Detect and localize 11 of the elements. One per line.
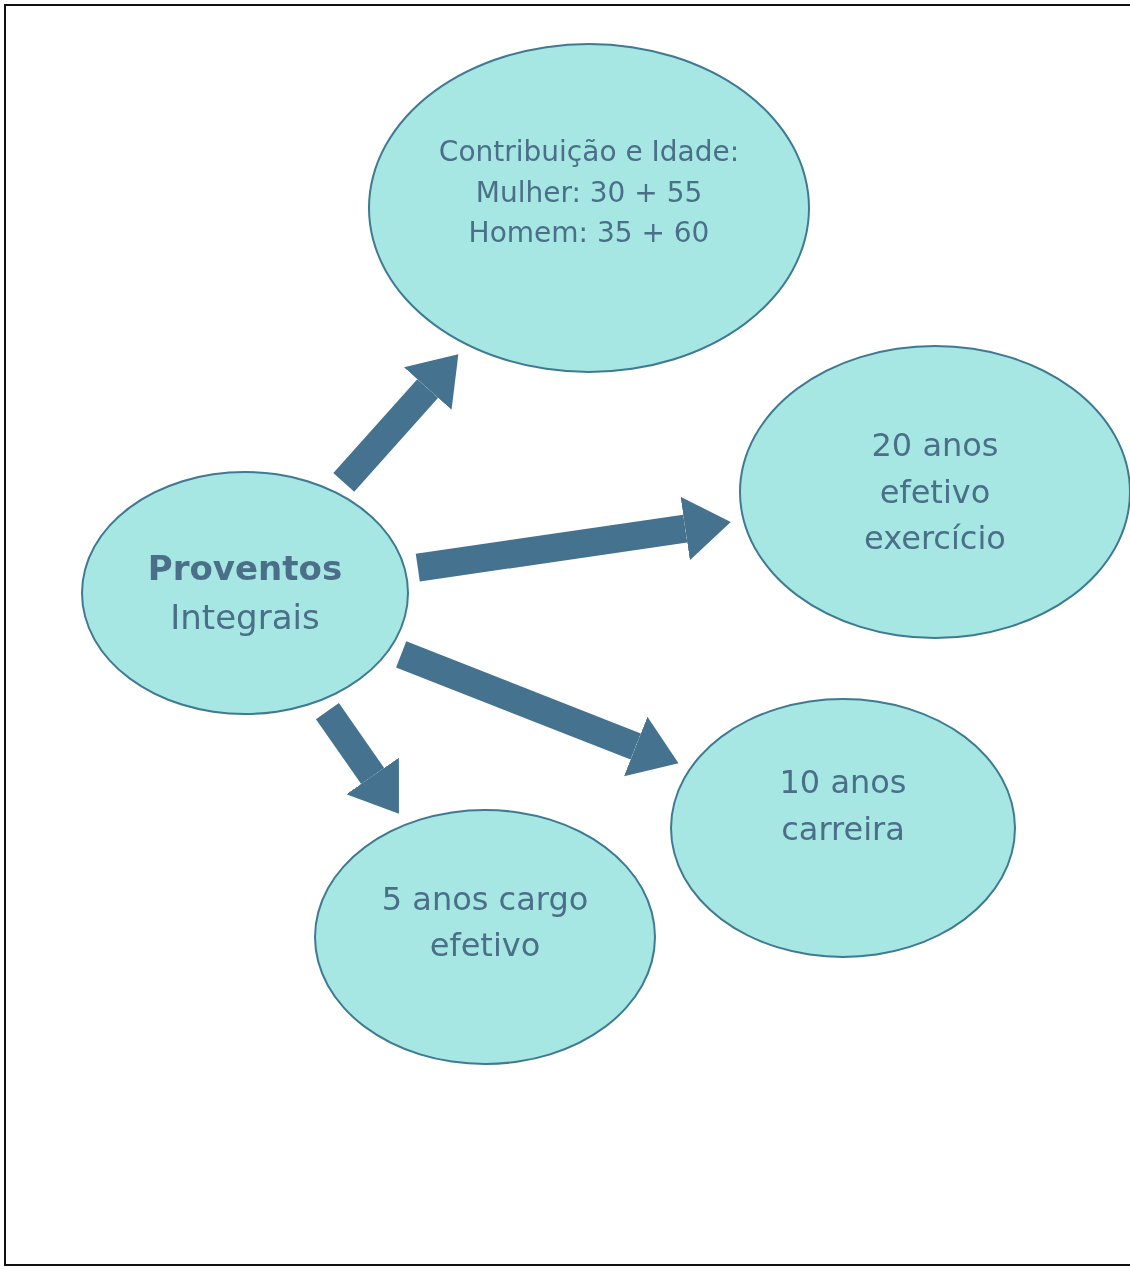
node-text: Mulher: 30 + 55 xyxy=(475,174,703,211)
node-heading: Proventos xyxy=(147,546,343,590)
node-text: 20 anos efetivo exercício xyxy=(863,425,1007,560)
node-text: Integrais xyxy=(170,596,320,639)
node-text: 5 anos cargo efetivo xyxy=(380,878,590,966)
node-text: Homem: 35 + 60 xyxy=(468,215,710,252)
arrow xyxy=(396,641,679,777)
arrow xyxy=(333,354,459,492)
node-text: Contribuição e Idade: xyxy=(438,134,740,171)
node-text: 10 anos carreira xyxy=(778,762,908,850)
arrow xyxy=(415,496,731,582)
